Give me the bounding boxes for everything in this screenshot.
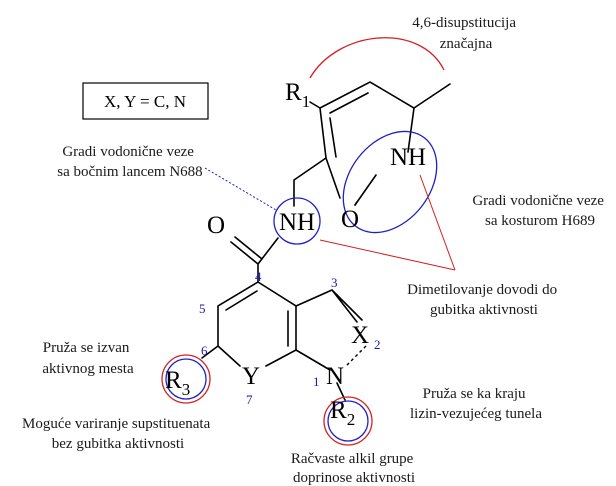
amide-nh-label: NH [279, 209, 315, 236]
legend-text: X, Y = C, N [104, 92, 186, 111]
disubstitution-arc [309, 37, 445, 79]
hbond-h689-note: Gradi vodonične veze sa kosturom H689 [472, 193, 607, 229]
disubstitution-note: 4,6-disupstitucija značajna [412, 15, 520, 52]
molecule-bonds [201, 81, 451, 401]
highlights [161, 37, 445, 446]
ring-number-1: 1 [313, 374, 320, 389]
ring-number-5: 5 [199, 301, 206, 316]
n688-dotted-line [204, 167, 277, 211]
methylene-linker [293, 157, 327, 207]
variation-note: Moguće variranje supstituenata bez gubit… [22, 416, 214, 452]
leader-lines [204, 167, 456, 271]
ring-number-6: 6 [201, 343, 208, 358]
dimethyl-line-b [419, 174, 456, 271]
r2-red-circle [323, 396, 373, 446]
r2-label: R2 [330, 397, 355, 429]
amide-nh-blue-circle [273, 197, 321, 245]
amide-o-label: O [207, 212, 225, 239]
pyridone-double-bonds [329, 92, 369, 158]
pyrazole-ring-bonds [295, 289, 363, 371]
dimethylation-note: Dimetilovanje dovodi do gubitka aktivnos… [407, 282, 561, 318]
dimethyl-line-a [319, 239, 456, 271]
r1-label: R1 [285, 79, 310, 111]
ring-number-2: 2 [374, 337, 381, 352]
pyridone-o-label: O [341, 206, 359, 233]
benzene-double-bonds [225, 290, 289, 347]
n-label: N [326, 363, 344, 390]
r3-label: R3 [165, 367, 190, 399]
outside-active-site-note: Pruža se izvan aktivnog mesta [42, 340, 134, 377]
pyridone-blue-ellipse [342, 130, 438, 234]
benzene-ring-bonds [217, 281, 297, 367]
y-label: Y [242, 363, 260, 390]
r2-blue-circle [327, 400, 369, 442]
r3-blue-circle [165, 358, 207, 400]
ring-numbering: 1 2 3 4 5 6 7 [199, 269, 381, 407]
hbond-n688-note: Gradi vodonične veze sa bočnim lancem N6… [57, 144, 202, 180]
annotations: 4,6-disupstitucija značajna Gradi vodoni… [22, 15, 607, 486]
atom-labels: R1 NH O O NH X Y N R3 R2 [165, 79, 426, 429]
ring-number-3: 3 [331, 275, 338, 290]
methyl-bond [413, 83, 451, 109]
pyridone-nh-label: NH [390, 144, 426, 171]
substitution-legend: X, Y = C, N [82, 82, 209, 120]
pyridone-carbonyl [354, 201, 358, 206]
amide-bonds [230, 236, 279, 283]
r3-red-circle [161, 354, 211, 404]
x-n-dashed-bond [345, 345, 367, 367]
c6-r3-bond [201, 345, 219, 359]
legend-box [82, 82, 209, 120]
tunnel-note: Pruža se ka kraju lizin-vezujećeg tunela [410, 386, 542, 422]
r1-bond [309, 101, 321, 109]
x-label: X [351, 322, 369, 349]
branched-alkyl-note: Račvaste alkil grupe doprinose aktivnost… [291, 451, 417, 486]
ring-number-4: 4 [255, 269, 262, 284]
ring-number-7: 7 [246, 392, 253, 407]
